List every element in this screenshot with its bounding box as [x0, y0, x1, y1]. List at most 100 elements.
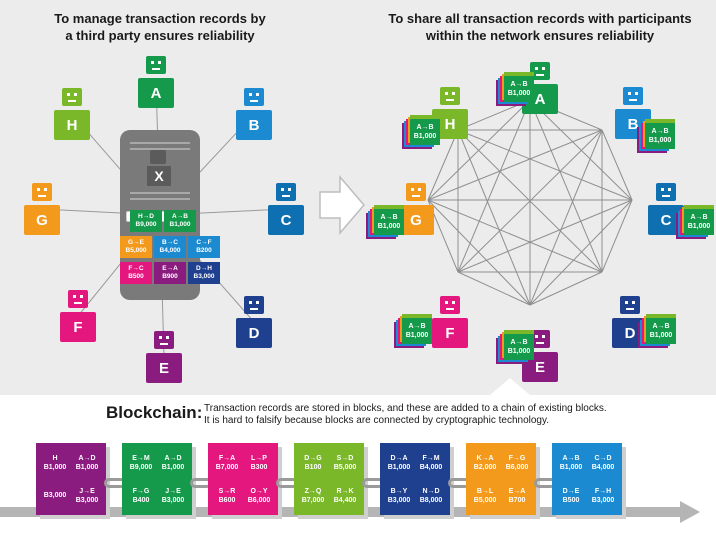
transaction-amount: B2,000: [473, 463, 497, 471]
network-line: [457, 129, 531, 306]
transaction-parties: D→A: [390, 454, 408, 462]
server-detail-line: [130, 192, 190, 194]
network-line: [427, 199, 531, 306]
transaction-amount: B7,000: [215, 463, 239, 471]
server-label: X: [147, 166, 171, 186]
robot-head-icon: [146, 56, 166, 74]
transaction-amount: B8,000: [419, 496, 443, 504]
record-amount: B200: [196, 247, 212, 254]
blockchain-title: Blockchain:: [106, 403, 203, 422]
transaction-amount: B400: [132, 496, 150, 504]
transaction-amount: B1,000: [161, 463, 185, 471]
robot-head-icon: [623, 87, 643, 105]
transaction-amount: B3,000: [161, 496, 185, 504]
network-line: [601, 129, 633, 201]
transaction-amount: B1,000: [75, 463, 99, 471]
transaction-parties: L→P: [251, 454, 267, 462]
transaction-parties: A→D: [78, 454, 96, 462]
robot-head-icon: [530, 330, 550, 348]
record-parties: F→C: [128, 265, 144, 272]
transaction-amount: B5,000: [473, 496, 497, 504]
transaction-amount: B500: [562, 496, 580, 504]
transaction-parties: F→H: [594, 487, 612, 495]
transaction-amount: B1,000: [387, 463, 411, 471]
transaction-amount: B4,000: [591, 463, 615, 471]
robot-head-icon: [276, 183, 296, 201]
robot-head-icon: [244, 296, 264, 314]
transaction-parties: F→A: [218, 454, 236, 462]
right-heading: To share all transaction records with pa…: [370, 10, 710, 44]
network-line: [529, 199, 633, 306]
participant-h: H: [54, 88, 92, 142]
participant-g: G: [24, 183, 62, 237]
participant-label: A: [138, 78, 174, 108]
participant-label: F: [60, 312, 96, 342]
network-line: [457, 129, 603, 273]
participant-label: H: [54, 110, 90, 140]
participant-e: E: [522, 330, 560, 384]
transaction-parties: S→D: [336, 454, 354, 462]
server-detail-line: [130, 198, 190, 200]
robot-head-icon: [620, 296, 640, 314]
participant-d: D: [236, 296, 274, 350]
robot-head-icon: [440, 296, 460, 314]
transaction-amount: B100: [304, 463, 322, 471]
transaction-amount: B3,000: [75, 496, 99, 504]
participant-f: F: [60, 290, 98, 344]
robot-head-icon: [530, 62, 550, 80]
record-parties: A→B: [652, 323, 670, 330]
server-robot-head: [150, 150, 166, 164]
server-detail-line: [130, 142, 190, 144]
robot-head-icon: [656, 183, 676, 201]
record-parties: H→D: [138, 213, 154, 220]
robot-head-icon: [32, 183, 52, 201]
transaction-parties: D→E: [562, 487, 580, 495]
transaction-parties: C→D: [594, 454, 612, 462]
record-amount: B4,000: [159, 247, 181, 254]
record-amount: B5,000: [125, 247, 147, 254]
robot-head-icon: [440, 87, 460, 105]
network-line: [427, 129, 459, 201]
record-parties: B→C: [162, 239, 178, 246]
record-parties: A→B: [408, 323, 426, 330]
transaction-parties: F→M: [422, 454, 440, 462]
participant-label: G: [24, 205, 60, 235]
record-parties: A→B: [690, 214, 708, 221]
network-line: [427, 129, 603, 201]
robot-head-icon: [68, 290, 88, 308]
transaction-amount: B300: [250, 463, 268, 471]
robot-head-icon: [62, 88, 82, 106]
record-amount: B1,000: [377, 223, 401, 230]
participant-f: F: [432, 296, 470, 350]
transition-arrow-icon: [319, 175, 365, 235]
transaction-amount: B1,000: [43, 463, 67, 471]
transaction-amount: B9,000: [129, 463, 153, 471]
